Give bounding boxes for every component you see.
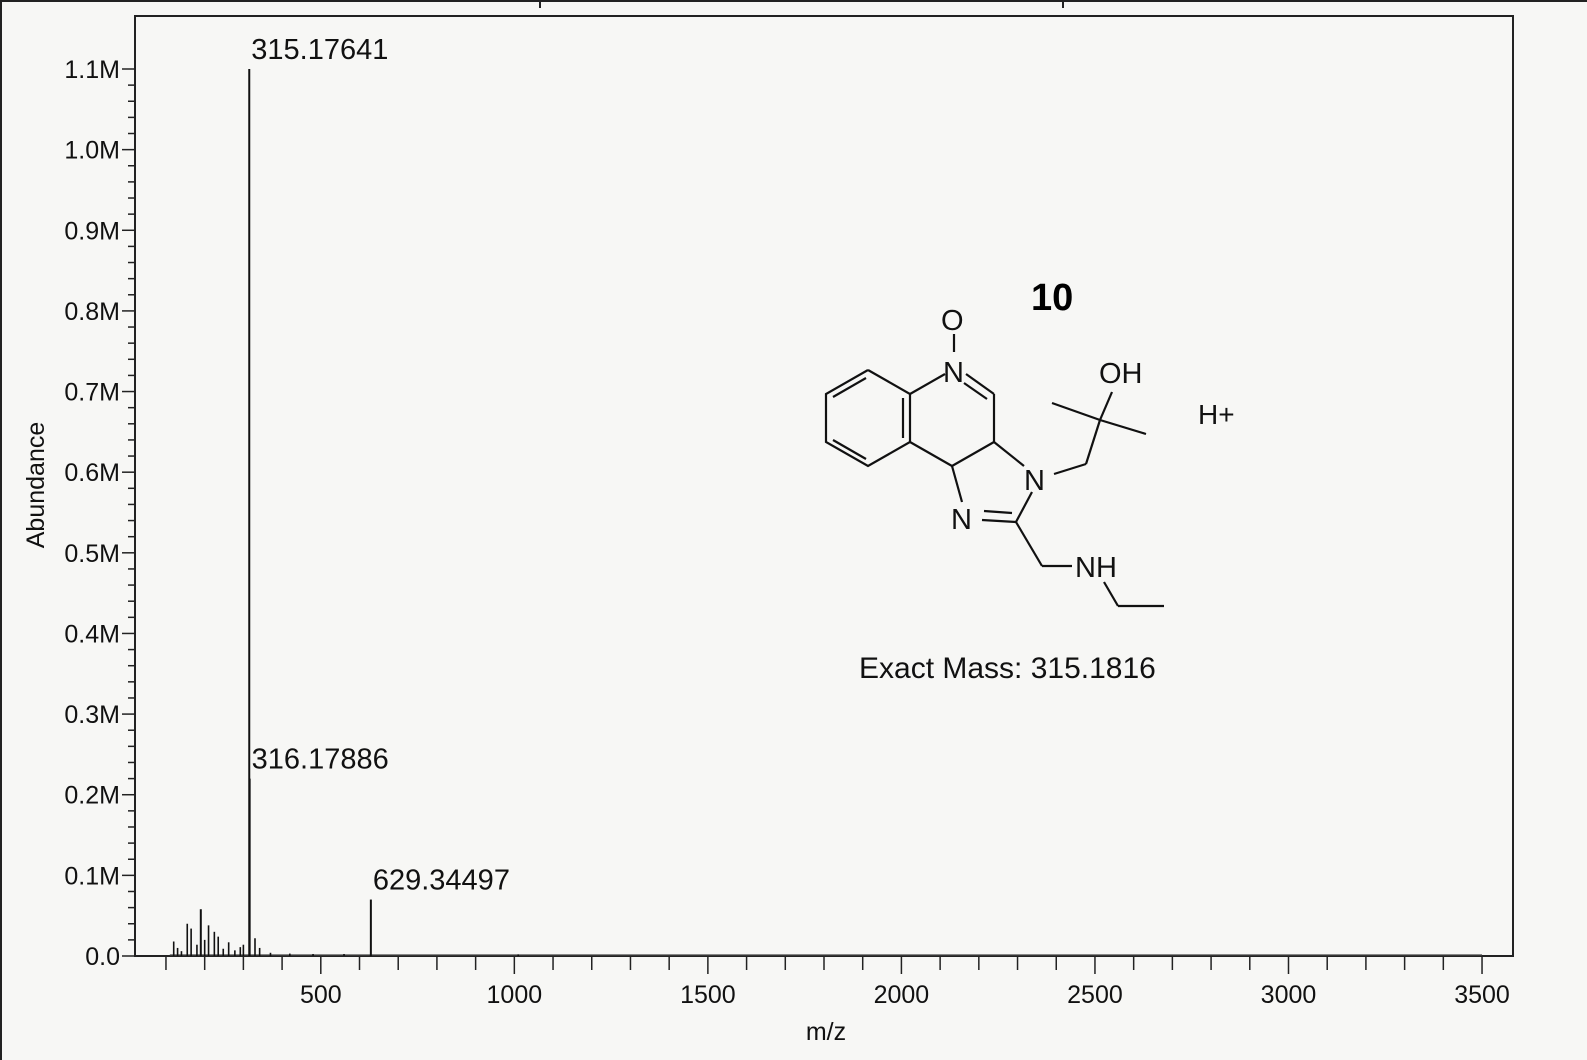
hydroxyl-group: OH (1099, 358, 1143, 390)
x-axis: 500 1000 1500 2000 2500 3000 3500 (165, 956, 1510, 1009)
y-tick-label: 0.8M (64, 298, 120, 326)
y-tick-label: 1.0M (64, 137, 120, 165)
chain-bond-4 (1099, 418, 1147, 436)
benzene-inner-bond-2 (832, 439, 867, 460)
peak-annotation: 315.17641 (251, 34, 388, 66)
chain-bond-5 (1098, 391, 1114, 421)
x-tick-label: 2500 (1067, 981, 1123, 1009)
y-tick-label: 1.1M (64, 56, 120, 84)
amine-group: NH (1075, 552, 1117, 584)
pyridine-bond-2b (963, 382, 988, 400)
benzene-inner-bond-1 (832, 377, 867, 398)
y-tick-label: 0.3M (64, 701, 120, 729)
adduct-label: H+ (1198, 399, 1235, 430)
amine-bond-3 (1103, 581, 1119, 607)
y-tick-label: 0.9M (64, 217, 120, 245)
chain-bond-2 (1084, 419, 1102, 465)
benzene-ring-bond (824, 369, 912, 468)
exact-mass-label: Exact Mass: 315.1816 (859, 652, 1156, 685)
y-tick-label: 0.1M (64, 862, 120, 890)
imidazole-bond-1 (993, 441, 1025, 467)
imidazole-bond-3b (983, 509, 1013, 515)
chain-bond-3 (1051, 401, 1101, 422)
peak-labels: 315.17641 316.17886 629.34497 (251, 34, 510, 897)
peak-series (169, 69, 1483, 956)
pyridine-bond-5 (909, 441, 953, 467)
n-oxide-nitrogen-atom: N (943, 357, 964, 389)
peak-annotation: 316.17886 (252, 744, 389, 776)
compound-number: 10 (1031, 277, 1073, 319)
plot-frame (134, 15, 1514, 957)
y-axis: 0.0 0.1M 0.2M 0.3M 0.4M 0.5M 0.6M 0.7M 0.8M 0.9M 1… (64, 56, 135, 971)
x-tick-label: 3000 (1261, 981, 1317, 1009)
x-tick-label: 500 (300, 981, 342, 1009)
imidazole-bond-3 (981, 518, 1017, 524)
y-tick-label: 0.2M (64, 782, 120, 810)
x-tick-label: 1500 (680, 981, 736, 1009)
x-axis-title: m/z (806, 1018, 846, 1046)
imidazole-bond-2 (1015, 491, 1033, 523)
chemical-structure: 10 O N N N OH N (824, 277, 1235, 685)
peak-annotation: 629.34497 (373, 865, 510, 897)
imidazole-bond-4 (950, 465, 964, 503)
amine-bond-1 (1015, 521, 1043, 567)
x-tick-label: 1000 (487, 981, 543, 1009)
pyridine-bond-4 (951, 441, 995, 467)
pyridine-bond-1 (909, 373, 946, 395)
y-tick-label: 0.5M (64, 540, 120, 568)
imidazole-n3-atom: N (1024, 465, 1045, 497)
oxide-oxygen-atom: O (941, 305, 964, 337)
y-axis-title: Abundance (22, 422, 50, 549)
x-tick-label: 2000 (874, 981, 930, 1009)
y-tick-label: 0.4M (64, 620, 120, 648)
y-tick-label: 0.7M (64, 379, 120, 407)
chain-bond-1 (1053, 462, 1087, 476)
imidazole-n1-atom: N (951, 504, 972, 536)
y-tick-label: 0.6M (64, 459, 120, 487)
x-tick-label: 3500 (1454, 981, 1510, 1009)
pyridine-bond-2 (965, 373, 995, 395)
y-tick-label: 0.0 (85, 943, 120, 971)
